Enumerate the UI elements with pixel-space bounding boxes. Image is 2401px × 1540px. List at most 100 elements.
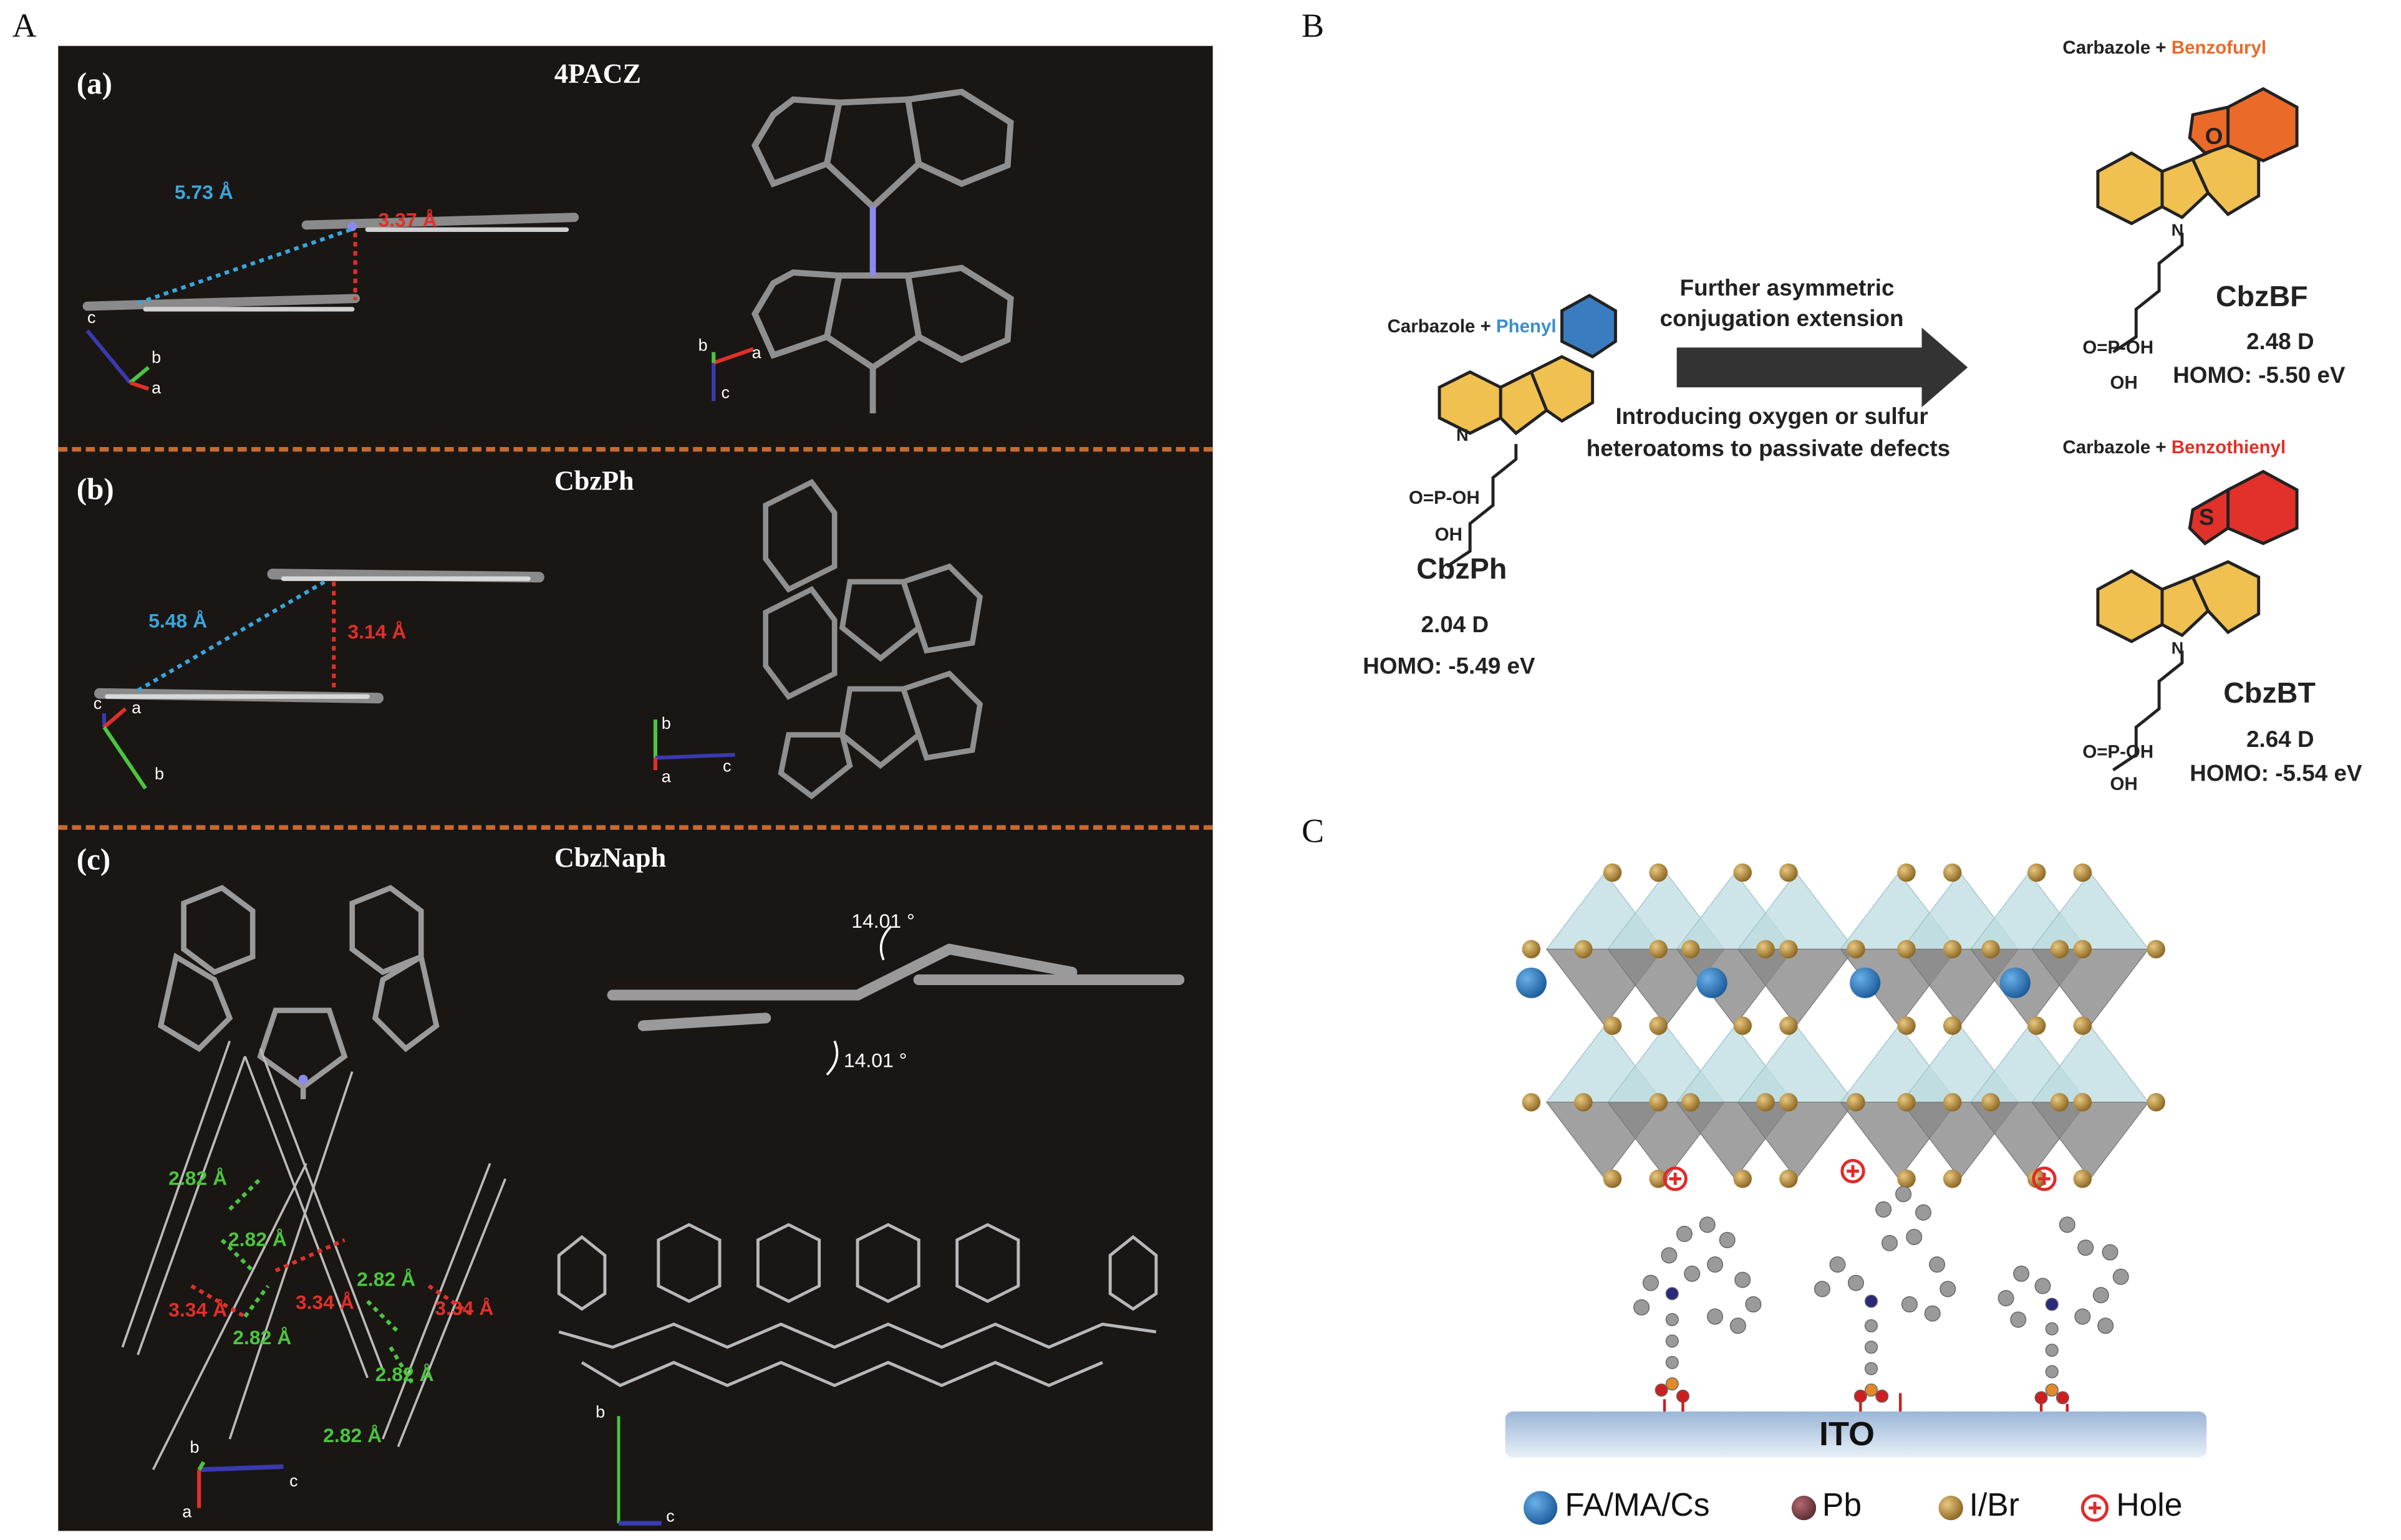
- halide-sphere: [1779, 940, 1798, 959]
- carbazole-topview-dimer: [751, 89, 1014, 413]
- axis-c: [655, 753, 735, 760]
- halide-sphere: [2147, 940, 2165, 959]
- cation-spheres: [1515, 967, 2031, 998]
- cbznaph-sideview: [607, 943, 1185, 1031]
- section-divider: [58, 446, 1213, 452]
- halide-sphere: [1603, 1169, 1622, 1188]
- halide-sphere: [1981, 940, 2000, 959]
- panel-letter-a: A: [12, 6, 37, 45]
- panel-a-background: [58, 46, 1213, 1531]
- halide-sphere: [1681, 1093, 1700, 1112]
- molecule-name-cbzbf: CbzBF: [2215, 281, 2308, 314]
- cbzbt-structure: [2096, 469, 2299, 772]
- halide-sphere: [1681, 940, 1700, 959]
- halide-sphere: [1943, 863, 1962, 882]
- cbzbt-header: Carbazole + Benzothienyl: [2062, 436, 2286, 458]
- axis-label: a: [751, 344, 761, 363]
- section-label-b: (b): [76, 473, 114, 507]
- axis-label: c: [289, 1473, 298, 1491]
- contact-label: 2.82 Å: [168, 1167, 228, 1190]
- halide-sphere: [1779, 863, 1798, 882]
- stacked-molecules-4pacz: [82, 89, 1014, 413]
- contact-label: 2.82 Å: [375, 1362, 434, 1386]
- dipole-cbzbt: 2.64 D: [2246, 727, 2314, 754]
- hole-icon: [1663, 1167, 1688, 1191]
- phosphonic-acid-top: O=P-OH: [2082, 337, 2154, 359]
- legend-label-i-br: I/Br: [1969, 1488, 2019, 1524]
- maroon-sphere-icon: [1791, 1495, 1817, 1521]
- section-title-cbzph: CbzPh: [554, 465, 634, 496]
- halide-sphere: [1733, 1016, 1752, 1035]
- header-highlight-benzothienyl: Benzothienyl: [2171, 436, 2286, 458]
- halide-sphere: [1847, 1093, 1865, 1112]
- axis-label: b: [661, 715, 671, 734]
- halide-sphere: [2050, 940, 2069, 959]
- cbzph-structure: [1437, 294, 1617, 568]
- contact-label: 3.34 Å: [295, 1290, 354, 1314]
- halide-sphere: [1756, 940, 1775, 959]
- cation-sphere: [1850, 967, 1881, 998]
- octahedra-layers: [1545, 872, 2150, 1180]
- axis-label: a: [661, 768, 671, 787]
- phosphonic-acid-bottom: OH: [1434, 523, 1462, 546]
- axis-label: c: [666, 1508, 675, 1527]
- axis-label: a: [132, 700, 142, 718]
- dipole-cbzbf: 2.48 D: [2246, 329, 2314, 355]
- axis-label: b: [154, 765, 165, 784]
- header-highlight-benzofuryl: Benzofuryl: [2171, 36, 2267, 59]
- axis-label: b: [596, 1403, 606, 1423]
- halide-sphere: [1649, 863, 1668, 882]
- halide-sphere: [1649, 1016, 1668, 1035]
- sam-molecules: [1633, 1186, 2129, 1405]
- axis-b: [128, 365, 150, 385]
- axis-b: [197, 1461, 206, 1471]
- cation-sphere: [1696, 967, 1727, 998]
- cbzbf-structure: [2096, 87, 2299, 354]
- axis-label: b: [152, 349, 162, 368]
- arrow-caption-line4: heteroatoms to passivate defects: [1586, 436, 1951, 463]
- torsion-angle-label: 14.01 °: [843, 1048, 907, 1072]
- cbzph-topview-dimer: [763, 479, 983, 800]
- halide-sphere: [1649, 1093, 1668, 1112]
- distance-label-diagonal: 5.48 Å: [148, 609, 208, 633]
- ito-label: ITO: [1819, 1414, 1875, 1453]
- halide-sphere: [1649, 1169, 1668, 1188]
- halide-sphere: [1522, 940, 1541, 959]
- halide-sphere: [1733, 863, 1752, 882]
- molecule-name-cbzph: CbzPh: [1416, 554, 1507, 587]
- atom-label-n: N: [2171, 222, 2184, 241]
- hole-icon: [1840, 1158, 1865, 1184]
- carbazole-right-ring: [1529, 355, 1595, 423]
- axis-label: b: [190, 1439, 200, 1458]
- cbznaph-chain-view: [557, 1223, 1158, 1387]
- phosphonic-acid-top: O=P-OH: [2082, 741, 2154, 763]
- section-label-c: (c): [76, 843, 111, 877]
- ito-substrate: [1505, 1411, 2207, 1458]
- phosphonic-acid-top: O=P-OH: [1408, 486, 1480, 509]
- distance-label-vertical: 3.37 Å: [378, 208, 437, 231]
- torsion-angle-label: 14.01 °: [851, 909, 915, 933]
- arrow-caption-line3: Introducing oxygen or sulfur: [1615, 404, 1928, 430]
- rotation-arrow-icon: [879, 925, 892, 961]
- arrow-caption-line2: conjugation extension: [1659, 306, 1904, 332]
- halide-sphere: [2027, 1016, 2046, 1035]
- hole-icon: [2032, 1167, 2057, 1191]
- blue-sphere-icon: [1524, 1491, 1558, 1525]
- contact-label: 2.82 Å: [228, 1228, 287, 1251]
- halide-sphere: [1897, 1093, 1916, 1112]
- reaction-arrow: [1676, 327, 1968, 408]
- axis-label: c: [87, 309, 96, 328]
- hole-icons: [1663, 1158, 2057, 1191]
- halide-sphere: [1756, 1093, 1775, 1112]
- section-divider: [58, 825, 1213, 830]
- halide-sphere: [1897, 863, 1916, 882]
- halide-sphere: [1649, 940, 1668, 959]
- panel-letter-c: C: [1302, 811, 1325, 850]
- contact-label: 3.34 Å: [435, 1296, 494, 1320]
- cbzph-header: Carbazole + Phenyl: [1388, 315, 1557, 337]
- halide-sphere: [1943, 940, 1962, 959]
- halide-spheres: [1522, 863, 2165, 1188]
- phosphonic-acid-bottom: OH: [2110, 372, 2138, 394]
- halide-sphere: [2073, 863, 2092, 882]
- atom-label-n: N: [1456, 427, 1469, 446]
